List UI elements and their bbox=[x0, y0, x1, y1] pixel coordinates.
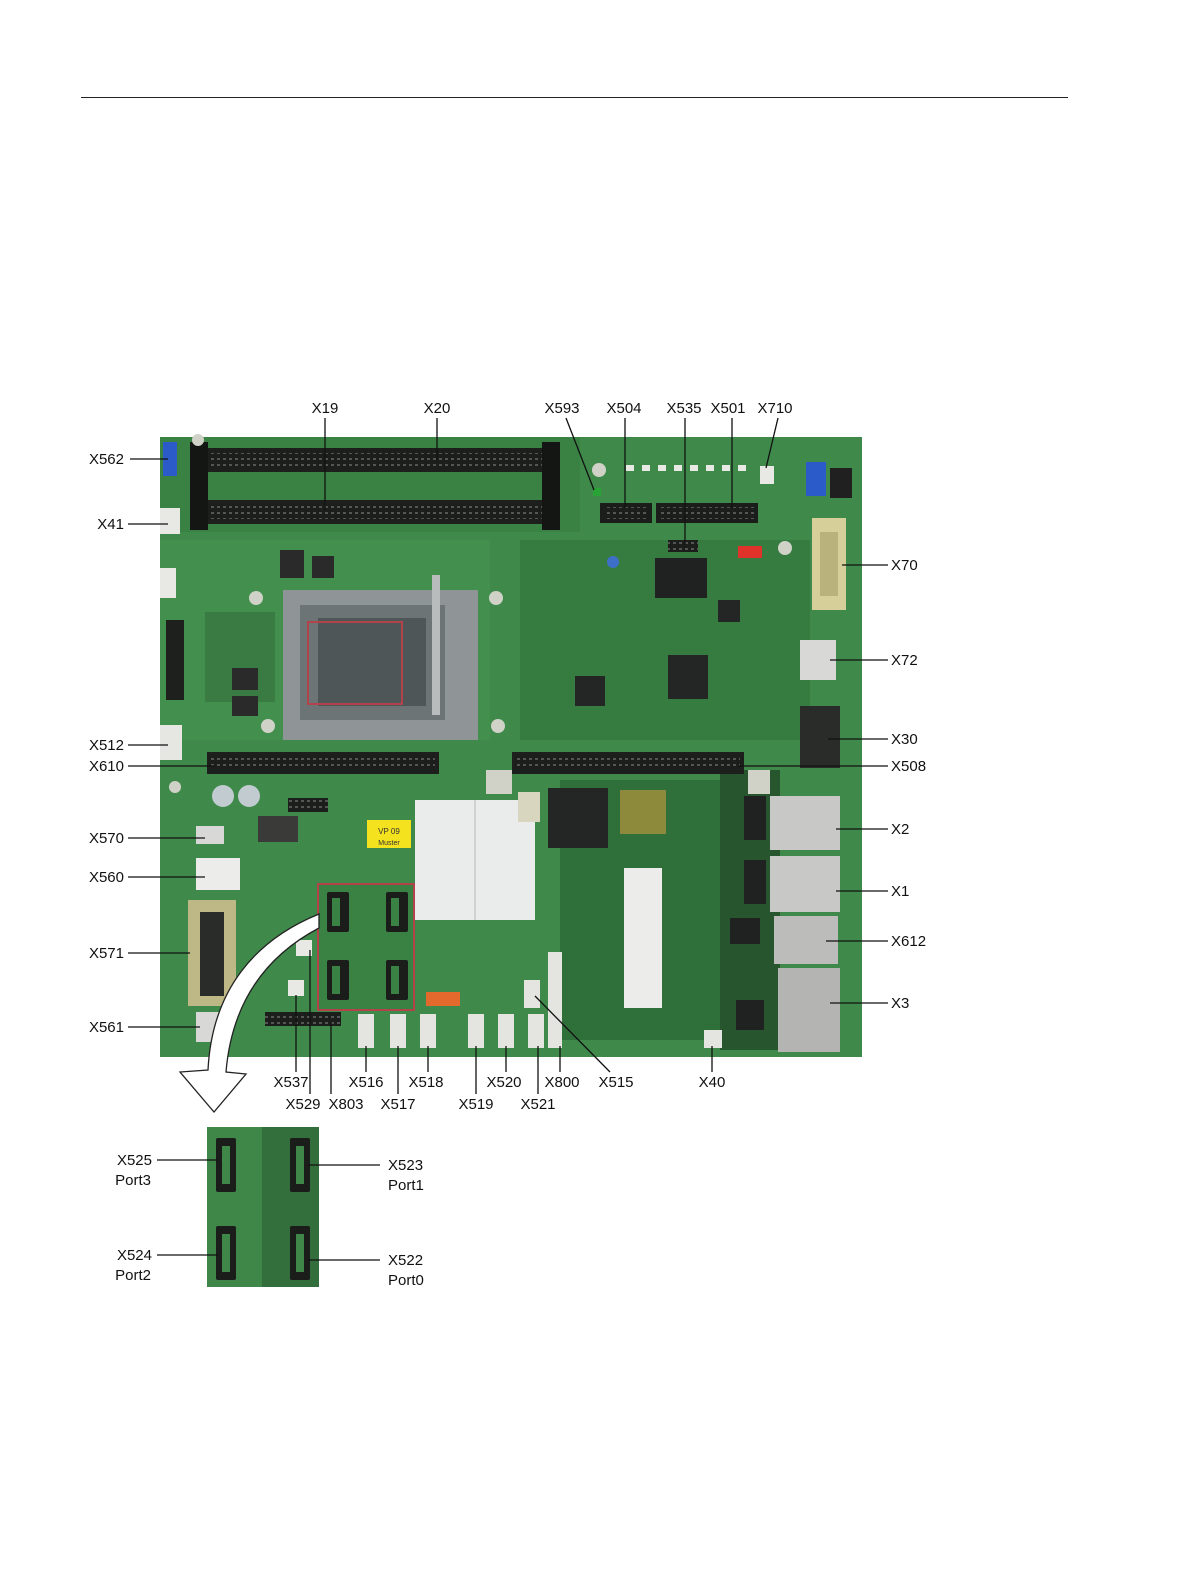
fan-connector-x520 bbox=[498, 1014, 514, 1048]
label-x710: X710 bbox=[757, 400, 792, 417]
header-x535 bbox=[668, 540, 698, 552]
connector-x560 bbox=[196, 858, 240, 890]
label-x535: X535 bbox=[666, 400, 701, 417]
board-label bbox=[624, 868, 662, 1008]
label-x612: X612 bbox=[891, 933, 926, 950]
blue-connector bbox=[806, 462, 826, 496]
fan-connector-x516 bbox=[358, 1014, 374, 1048]
label-x800: X800 bbox=[544, 1074, 579, 1091]
label-x562: X562 bbox=[89, 451, 124, 468]
label-x515: X515 bbox=[598, 1074, 633, 1091]
label-x2: X2 bbox=[891, 821, 909, 838]
label-x523: X523 bbox=[388, 1157, 423, 1174]
label-x522: X522 bbox=[388, 1252, 423, 1269]
label-x560: X560 bbox=[89, 869, 124, 886]
label-x593: X593 bbox=[544, 400, 579, 417]
label-x3: X3 bbox=[891, 995, 909, 1012]
label-x512: X512 bbox=[89, 737, 124, 754]
ethernet-x612 bbox=[774, 916, 838, 964]
label-x518: X518 bbox=[408, 1074, 443, 1091]
connector-x30 bbox=[800, 706, 840, 768]
fan-connector-x517 bbox=[390, 1014, 406, 1048]
chip-ic bbox=[655, 558, 707, 598]
label-x19: X19 bbox=[312, 400, 339, 417]
label-x1: X1 bbox=[891, 883, 909, 900]
label-x520: X520 bbox=[486, 1074, 521, 1091]
label-x525: X525 bbox=[117, 1152, 152, 1169]
label-x521: X521 bbox=[520, 1096, 555, 1113]
sticker-text-bottom: Muster bbox=[378, 840, 400, 847]
red-label bbox=[738, 546, 762, 558]
label-x41: X41 bbox=[97, 516, 124, 533]
label-x571: X571 bbox=[89, 945, 124, 962]
label-port0: Port0 bbox=[388, 1272, 424, 1289]
label-x508: X508 bbox=[891, 758, 926, 775]
label-port2: Port2 bbox=[115, 1267, 151, 1284]
fan-connector-x518 bbox=[420, 1014, 436, 1048]
usb-stack-x3 bbox=[778, 968, 840, 1052]
connector-x537 bbox=[288, 980, 304, 996]
fan-connector-x519 bbox=[468, 1014, 484, 1048]
capacitor bbox=[212, 785, 234, 807]
label-x72: X72 bbox=[891, 652, 918, 669]
label-x30: X30 bbox=[891, 731, 918, 748]
connector-x570 bbox=[196, 826, 224, 844]
label-x516: X516 bbox=[348, 1074, 383, 1091]
connector-x710 bbox=[760, 466, 774, 484]
sticker-text-top: VP 09 bbox=[378, 827, 400, 836]
label-x70: X70 bbox=[891, 557, 918, 574]
label-x501: X501 bbox=[710, 400, 745, 417]
ethernet-x1 bbox=[770, 856, 840, 912]
sata-detail-inset bbox=[207, 1127, 319, 1287]
label-x529: X529 bbox=[285, 1096, 320, 1113]
label-x570: X570 bbox=[89, 830, 124, 847]
connector-x40 bbox=[704, 1030, 722, 1048]
label-x537: X537 bbox=[273, 1074, 308, 1091]
fan-connector-x521 bbox=[528, 1014, 544, 1048]
label-x20: X20 bbox=[424, 400, 451, 417]
orange-header bbox=[426, 992, 460, 1006]
label-x504: X504 bbox=[606, 400, 641, 417]
capacitor bbox=[238, 785, 260, 807]
label-port1: Port1 bbox=[388, 1177, 424, 1194]
label-x524: X524 bbox=[117, 1247, 152, 1264]
connector-x515 bbox=[524, 980, 540, 1008]
label-x803: X803 bbox=[328, 1096, 363, 1113]
ethernet-x2 bbox=[770, 796, 840, 850]
label-port3: Port3 bbox=[115, 1172, 151, 1189]
header-x803 bbox=[265, 1012, 341, 1026]
label-x561: X561 bbox=[89, 1019, 124, 1036]
label-x517: X517 bbox=[380, 1096, 415, 1113]
label-x519: X519 bbox=[458, 1096, 493, 1113]
connector-x800 bbox=[548, 952, 562, 1048]
label-x610: X610 bbox=[89, 758, 124, 775]
label-x40: X40 bbox=[699, 1074, 726, 1091]
